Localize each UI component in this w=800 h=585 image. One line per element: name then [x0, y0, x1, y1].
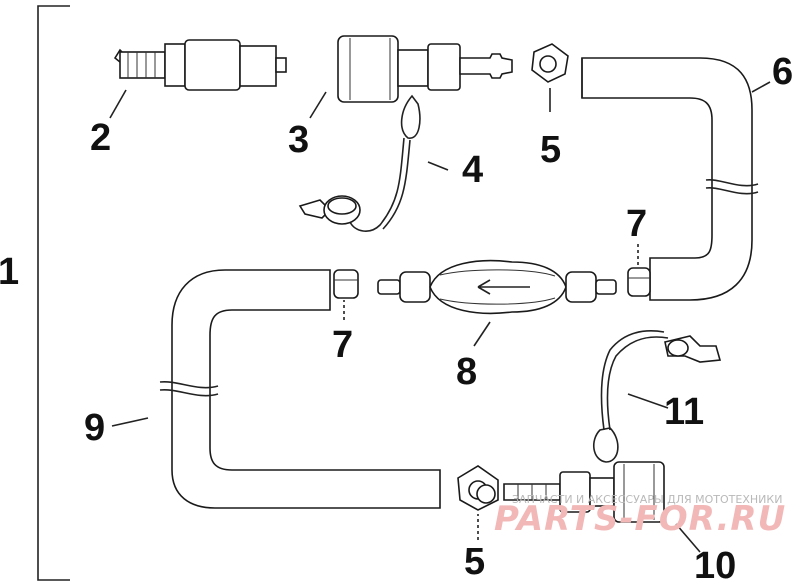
- watermark-tagline: ЗАПЧАСТИ И АКСЕССУАРЫ ДЛЯ МОТОТЕХНИКИ: [512, 493, 782, 506]
- watermark-brand: PARTS-FOR.RU: [494, 499, 786, 539]
- part-11-cap-tether: [593, 330, 722, 463]
- part-10-connector: [503, 461, 665, 523]
- assembly-bracket: [37, 5, 70, 581]
- callout-1: 1: [0, 251, 19, 293]
- part-5-clamp-top: [531, 43, 569, 83]
- callout-5-top: 5: [540, 129, 561, 171]
- callout-5-bottom: 5: [464, 541, 485, 583]
- callouts: 1 2 3 4 5 6 7 7 8 9 5 10 11: [0, 51, 793, 585]
- part-5-clamp-bottom: [457, 465, 499, 511]
- callout-4: 4: [462, 149, 483, 191]
- callout-7-left: 7: [332, 324, 353, 366]
- callout-8: 8: [456, 351, 477, 393]
- part-2-connector: [113, 39, 287, 91]
- watermark: ЗАПЧАСТИ И АКСЕССУАРЫ ДЛЯ МОТОТЕХНИКИ PA…: [494, 493, 786, 539]
- callout-3: 3: [288, 119, 309, 161]
- part-3-connector: [337, 35, 513, 103]
- part-6-hose: [581, 57, 759, 301]
- callout-9: 9: [84, 407, 105, 449]
- callout-2: 2: [90, 117, 111, 159]
- part-9-hose: [159, 269, 441, 509]
- callout-6: 6: [772, 51, 793, 93]
- callout-7-right: 7: [626, 203, 647, 245]
- part-8-primer-bulb: [377, 259, 617, 315]
- callout-10: 10: [694, 545, 736, 585]
- part-7-clamp-left: [333, 269, 359, 299]
- part-4-cap-tether: [298, 94, 421, 232]
- callout-11: 11: [664, 391, 704, 433]
- part-7-clamp-right: [627, 267, 651, 297]
- leader-lines: [109, 81, 771, 553]
